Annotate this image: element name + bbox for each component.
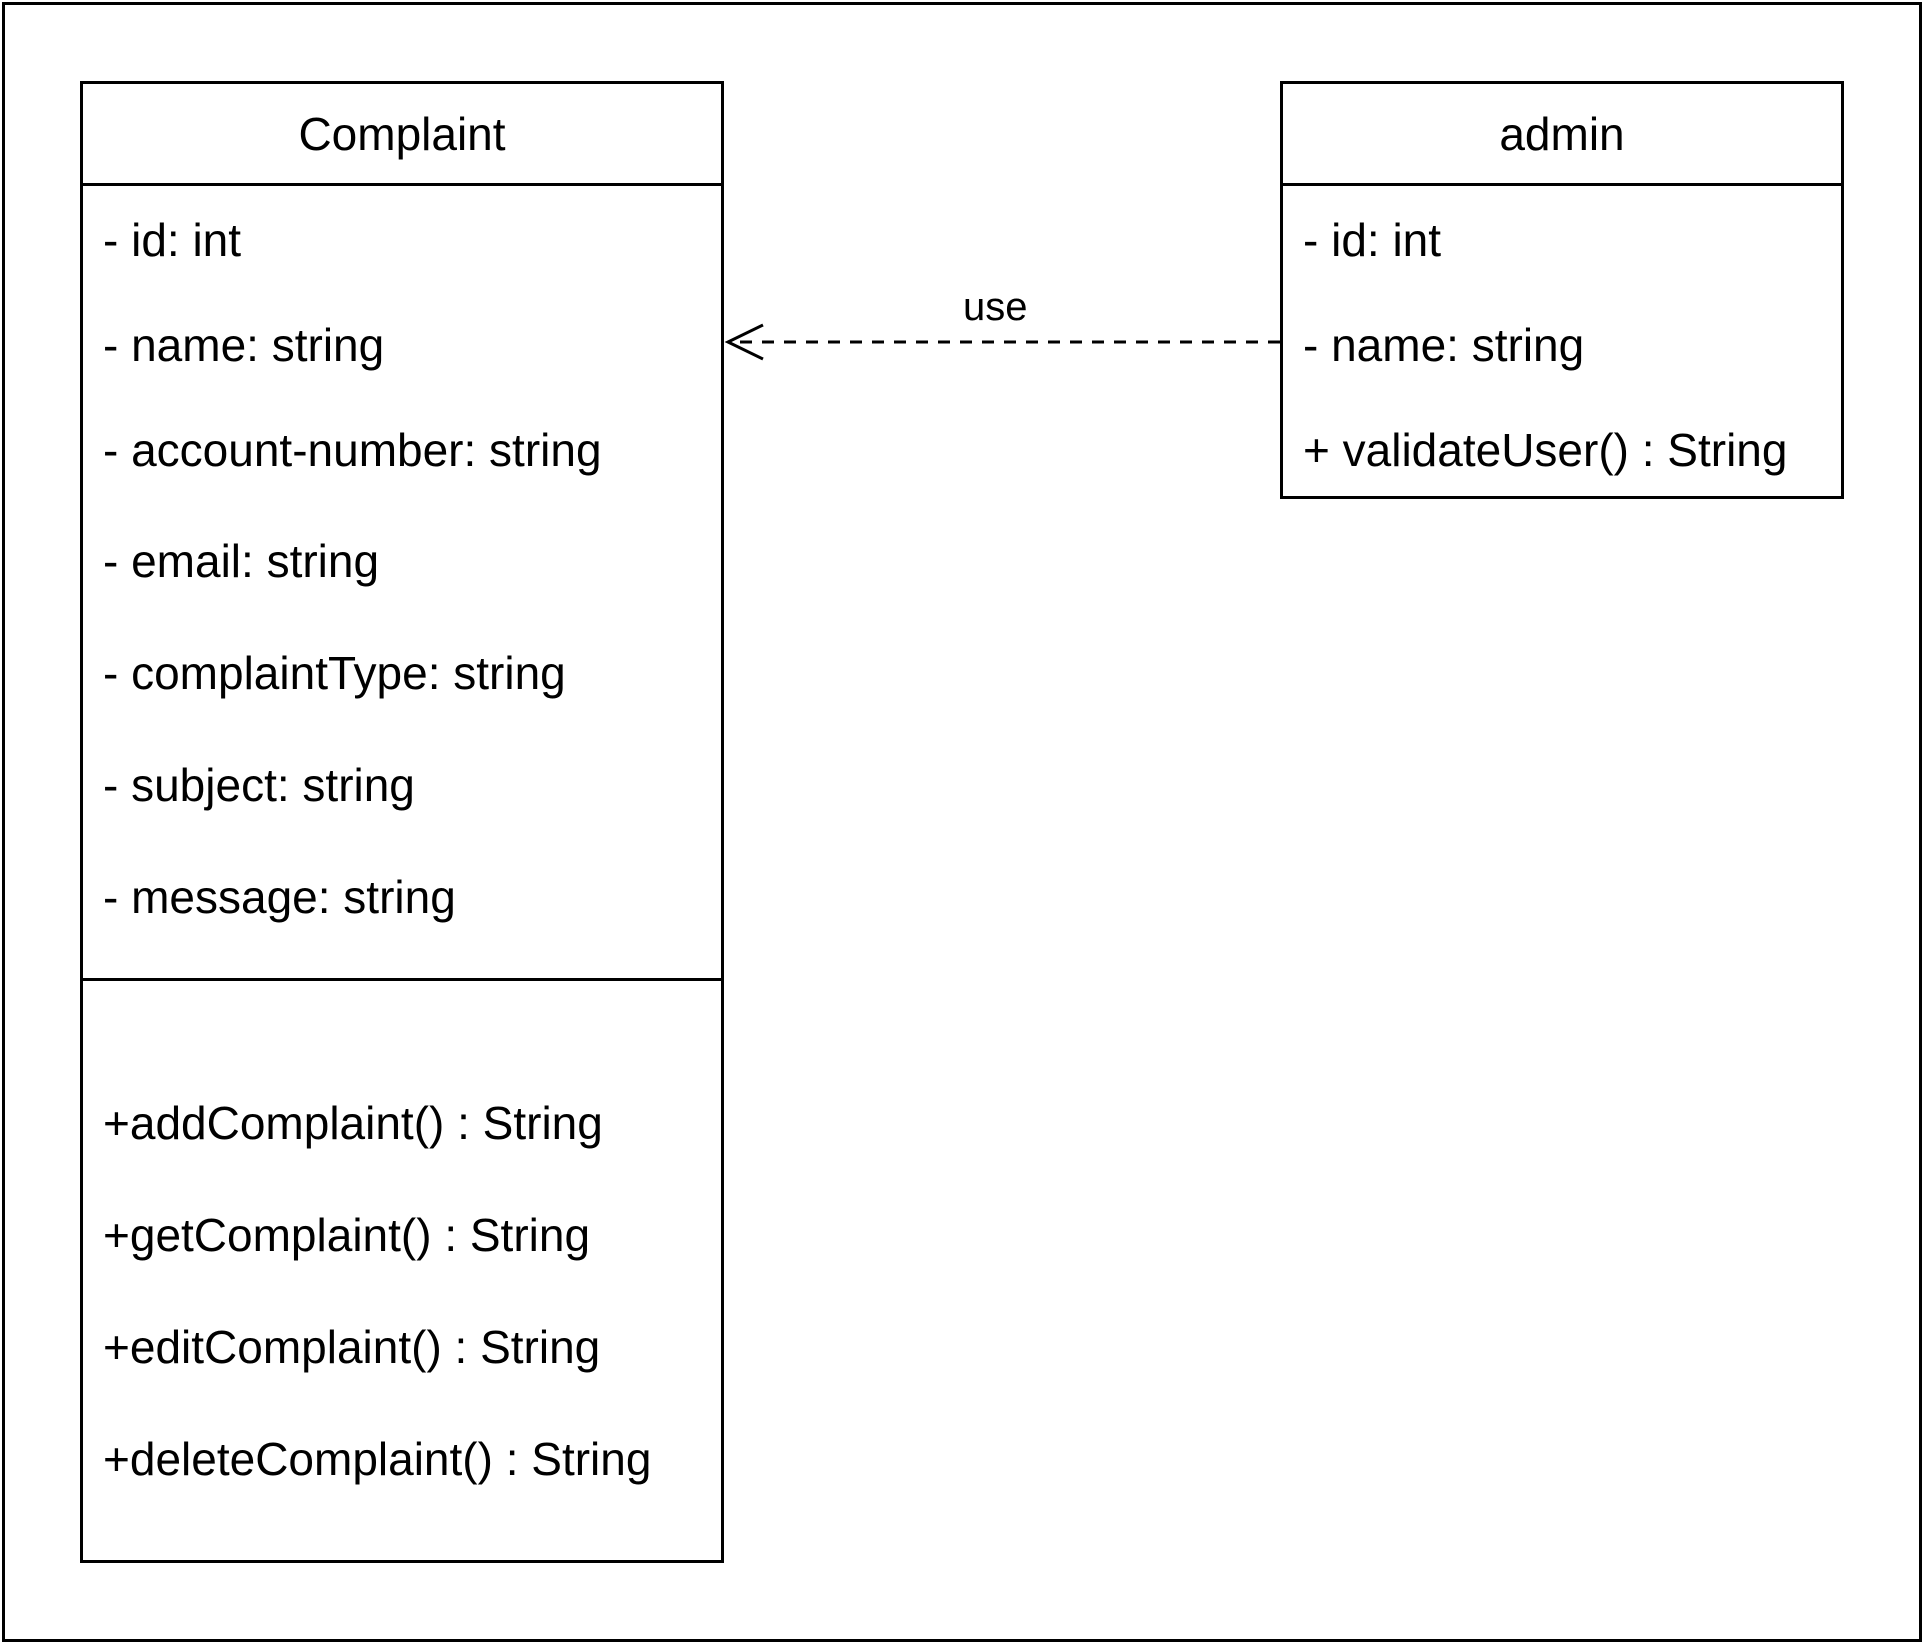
complaint-method-get: +getComplaint() : String: [103, 1209, 591, 1261]
class-complaint-name: Complaint: [83, 84, 721, 186]
complaint-attribute-complaint-type: - complaintType: string: [103, 647, 566, 699]
complaint-attribute-email: - email: string: [103, 535, 380, 587]
complaint-attribute-subject: - subject: string: [103, 759, 415, 811]
admin-attribute-name: - name: string: [1303, 319, 1585, 371]
complaint-method-edit: +editComplaint() : String: [103, 1321, 601, 1373]
admin-method-validate-user: + validateUser() : String: [1303, 424, 1788, 476]
complaint-method-add: +addComplaint() : String: [103, 1097, 603, 1149]
admin-attribute-id: - id: int: [1303, 214, 1442, 266]
class-admin-name: admin: [1283, 84, 1841, 186]
complaint-method-delete: +deleteComplaint() : String: [103, 1433, 652, 1485]
complaint-attribute-message: - message: string: [103, 871, 456, 923]
complaint-attribute-account-number: - account-number: string: [103, 424, 602, 476]
class-admin[interactable]: admin - id: int - name: string + validat…: [1280, 81, 1844, 499]
dependency-label: use: [963, 285, 1028, 329]
class-complaint[interactable]: Complaint - id: int - name: string - acc…: [80, 81, 724, 1563]
complaint-methods-divider: [83, 978, 721, 981]
complaint-attribute-id: - id: int: [103, 214, 242, 266]
complaint-attribute-name: - name: string: [103, 319, 385, 371]
